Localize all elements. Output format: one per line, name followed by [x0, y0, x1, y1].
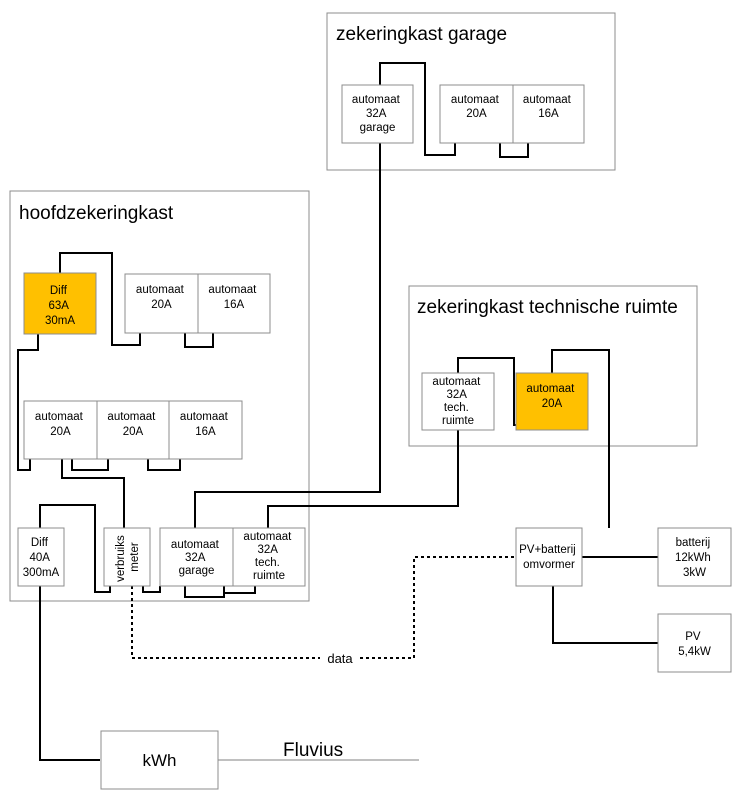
- wire-main-to-tech: [267, 430, 459, 528]
- breaker-main-32a-garage-label: automaat 32A garage: [171, 539, 222, 577]
- breaker-diff-63a-label: Diff 63A 30mA: [45, 285, 75, 327]
- wire-tech-to-inverter: [551, 349, 610, 528]
- wire-meter-to-32a: [142, 586, 161, 593]
- data-link-right: [360, 556, 516, 659]
- breaker-tech-20a: [515, 372, 589, 431]
- wire-mid-to-meter: [61, 459, 125, 528]
- wire-inverter-to-pv: [552, 586, 658, 644]
- breaker-main-top-20a-label: automaat 20A: [136, 284, 187, 311]
- breaker-main-mid-20a-2-label: automaat 20A: [107, 411, 158, 438]
- breaker-main-32a-tech: [232, 527, 306, 587]
- breaker-main-mid-16a-label: automaat 16A: [180, 411, 231, 438]
- cabinet-tech-title: zekeringkast technische ruimte: [417, 297, 678, 318]
- battery: [657, 527, 732, 587]
- breaker-main-32a-tech-label: automaat 32A tech. ruimte: [243, 531, 294, 582]
- grid-operator-label: Fluvius: [283, 740, 343, 761]
- breaker-garage-32a: [341, 84, 414, 144]
- breaker-garage-20a-label: automaat 20A: [451, 94, 502, 120]
- kwh-meter-label: kWh: [143, 751, 177, 770]
- wire-garage-feed: [379, 62, 456, 156]
- wire-diff40-to-kwh: [39, 586, 100, 761]
- pv-battery-inverter-label: PV+batterij omvormer: [519, 544, 579, 571]
- wire-diff63-to-top: [59, 252, 141, 346]
- breaker-diff-40a: [17, 527, 65, 587]
- breaker-main-mid-20a-1: [23, 400, 98, 460]
- data-link-left: [131, 586, 320, 659]
- breaker-tech-32a-label: automaat 32A tech. ruimte: [432, 376, 483, 427]
- breaker-main-top-20a: [124, 273, 199, 334]
- consumption-meter-label: verbruiks meter: [115, 532, 141, 582]
- breaker-main-top-16a: [197, 273, 271, 334]
- wire-mid-bridge-1: [71, 459, 109, 471]
- kwh-meter: [100, 730, 219, 790]
- consumption-meter: [103, 527, 151, 587]
- wire-garage-bridge: [499, 143, 529, 158]
- pv-battery-inverter: [515, 527, 583, 587]
- wire-top-bridge: [184, 333, 214, 348]
- breaker-garage-20a: [439, 84, 514, 144]
- pv-array-label: PV 5,4kW: [678, 631, 711, 658]
- breaker-diff-40a-label: Diff 40A 300mA: [23, 537, 60, 579]
- breaker-diff-63a: [23, 272, 97, 335]
- breaker-garage-16a: [512, 84, 585, 144]
- cabinet-garage-title: zekeringkast garage: [336, 24, 507, 45]
- wire-diff63-to-mid: [17, 334, 39, 471]
- breaker-main-32a-garage: [159, 527, 234, 587]
- pv-array: [657, 613, 732, 673]
- wire-diff40-to-meter: [39, 504, 111, 593]
- wire-garage-to-main: [194, 143, 381, 528]
- battery-label: batterij 12kWh 3kW: [675, 537, 714, 579]
- wire-32a-bridge-right: [224, 586, 256, 594]
- data-link-label: data: [327, 651, 353, 666]
- cabinet-main-title: hoofdzekeringkast: [19, 203, 174, 224]
- breaker-main-top-16a-label: automaat 16A: [208, 284, 259, 311]
- wire-mid-bridge-2: [147, 459, 181, 471]
- breaker-tech-32a: [421, 372, 495, 431]
- breaker-garage-32a-label: automaat 32A garage: [352, 94, 403, 134]
- breaker-main-mid-16a: [168, 400, 243, 460]
- breaker-main-mid-20a-2: [96, 400, 170, 460]
- breaker-main-mid-20a-1-label: automaat 20A: [35, 411, 86, 438]
- wire-32a-bridge-left: [184, 586, 225, 598]
- breaker-garage-16a-label: automaat 16A: [523, 94, 574, 120]
- breaker-tech-20a-label: automaat 20A: [526, 383, 577, 410]
